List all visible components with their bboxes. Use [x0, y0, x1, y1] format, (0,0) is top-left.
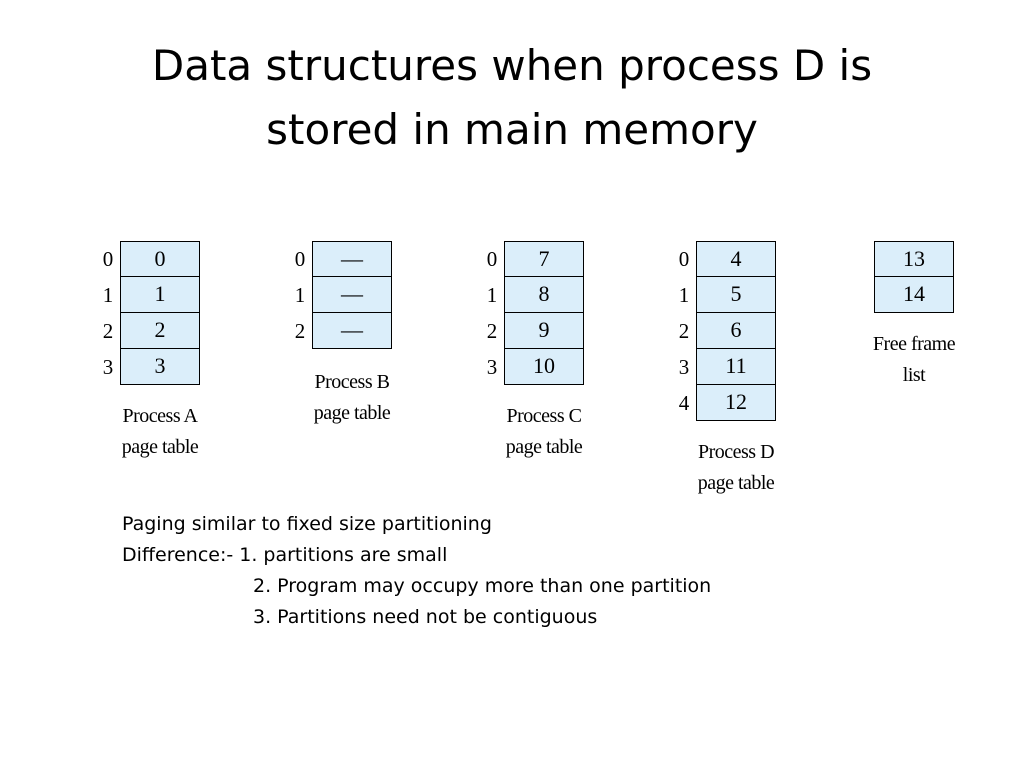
- caption-line-1: Process D: [697, 441, 775, 463]
- frame-cell: 1: [120, 277, 200, 313]
- caption-line-1: Free frame: [872, 333, 956, 355]
- caption-line-2: page table: [505, 436, 583, 458]
- table-caption: Process D page table: [676, 437, 796, 499]
- frame-cell: 3: [120, 349, 200, 385]
- frame-cell: —: [312, 241, 392, 277]
- frame-cell: 6: [696, 313, 776, 349]
- caption-line-1: Process A: [122, 405, 198, 427]
- page-index: 1: [678, 283, 690, 307]
- page-index: 2: [102, 319, 114, 343]
- page-index: 2: [294, 319, 306, 343]
- slide-title: Data structures when process D is stored…: [62, 34, 962, 162]
- frame-cell: 11: [696, 349, 776, 385]
- caption-line-2: page table: [313, 402, 391, 424]
- frame-cell: —: [312, 313, 392, 349]
- notes-line-4: 3. Partitions need not be contiguous: [253, 606, 598, 628]
- frame-cell: 5: [696, 277, 776, 313]
- notes-line-2: Difference:- 1. partitions are small: [122, 544, 448, 566]
- page-index: 0: [678, 247, 690, 271]
- frame-cell: 12: [696, 385, 776, 421]
- slide-title-line-1: Data structures when process D is: [151, 41, 873, 90]
- frame-cell: 4: [696, 241, 776, 277]
- page-index: 2: [678, 319, 690, 343]
- page-index: 0: [294, 247, 306, 271]
- caption-line-1: Process C: [506, 405, 582, 427]
- page-index: 3: [102, 355, 114, 379]
- table-caption: Free frame list: [854, 329, 974, 391]
- page-index: 1: [486, 283, 498, 307]
- table-caption: Process C page table: [484, 401, 604, 463]
- table-caption: Process B page table: [292, 367, 412, 429]
- notes-line-1: Paging similar to fixed size partitionin…: [122, 513, 492, 535]
- frame-cell: 13: [874, 241, 954, 277]
- caption-line-2: page table: [121, 436, 199, 458]
- page-index: 4: [678, 391, 690, 415]
- page-index: 1: [102, 283, 114, 307]
- frame-cell: 9: [504, 313, 584, 349]
- frame-cell: 2: [120, 313, 200, 349]
- frame-cell: 0: [120, 241, 200, 277]
- page-index: 0: [102, 247, 114, 271]
- page-index: 1: [294, 283, 306, 307]
- caption-line-1: Process B: [314, 371, 390, 393]
- page-index: 2: [486, 319, 498, 343]
- frame-cell: 14: [874, 277, 954, 313]
- notes-line-3: 2. Program may occupy more than one part…: [253, 575, 712, 597]
- page-index: 0: [486, 247, 498, 271]
- page-index: 3: [486, 355, 498, 379]
- notes-text: Paging similar to fixed size partitionin…: [122, 509, 711, 633]
- frame-cell: 7: [504, 241, 584, 277]
- caption-line-2: page table: [697, 472, 775, 494]
- frame-cell: 10: [504, 349, 584, 385]
- caption-line-2: list: [902, 364, 926, 386]
- page-index: 3: [678, 355, 690, 379]
- table-caption: Process A page table: [100, 401, 220, 463]
- frame-cell: —: [312, 277, 392, 313]
- slide-title-line-2: stored in main memory: [266, 105, 758, 154]
- frame-cell: 8: [504, 277, 584, 313]
